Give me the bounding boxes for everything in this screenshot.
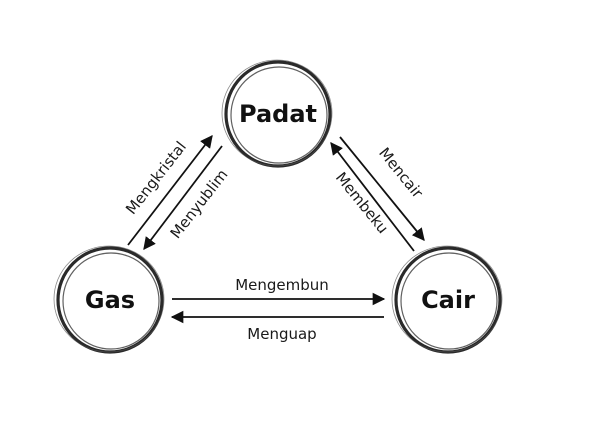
node-padat: Padat [221, 59, 333, 168]
node-cair-label: Cair [421, 286, 475, 314]
node-cair-ring-inner [400, 252, 498, 350]
node-padat-ring-sketch [221, 59, 333, 167]
arrow-mengkristal [127, 135, 213, 246]
node-gas: Gas [53, 245, 165, 354]
label-mengembun: Mengembun [235, 276, 329, 294]
node-padat-label: Padat [239, 100, 317, 128]
label-menguap: Menguap [247, 325, 316, 343]
node-gas-ring-sketch [53, 245, 165, 353]
label-mencair: Mencair [375, 144, 427, 202]
node-cair-ring-sketch [391, 245, 503, 353]
node-cair: Cair [391, 245, 503, 354]
label-membeku: Membeku [332, 169, 392, 237]
arrow-membeku [330, 142, 415, 252]
node-gas-ring-inner [62, 252, 160, 350]
arrow-mencair [339, 136, 425, 241]
arrow-menyublim [143, 145, 223, 251]
node-padat-ring-inner [230, 66, 328, 164]
node-gas-label: Gas [85, 286, 135, 314]
